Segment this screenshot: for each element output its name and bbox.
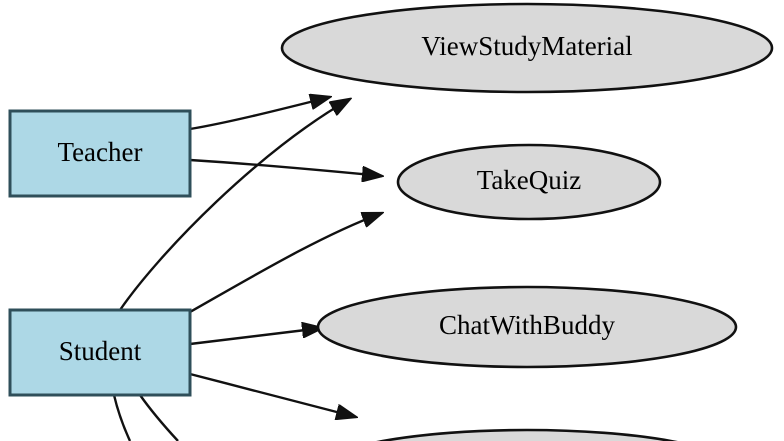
edge-line — [189, 97, 330, 131]
edge-line — [112, 394, 132, 441]
use-case-view-study-material[interactable]: ViewStudyMaterial — [280, 2, 774, 94]
edge-student-bottom-a — [112, 394, 132, 441]
use-case-chat-with-buddy[interactable]: ChatWithBuddy — [316, 285, 738, 369]
use-case-shape[interactable] — [318, 428, 736, 441]
edge-line — [189, 213, 382, 314]
edge-line — [119, 99, 350, 311]
edge-line — [189, 372, 356, 417]
edge-layer — [112, 97, 382, 441]
use-case-take-quiz[interactable]: TakeQuiz — [396, 143, 662, 221]
edge-line — [139, 394, 179, 441]
actor-teacher[interactable]: Teacher — [8, 109, 192, 198]
edge-teacher-to-take-quiz — [189, 158, 382, 176]
edge-student-to-chat-with-buddy — [189, 328, 322, 346]
use-case-shape[interactable] — [316, 285, 738, 369]
edge-teacher-to-view-study-material — [189, 97, 330, 131]
use-case-shape[interactable] — [396, 143, 662, 221]
edge-line — [189, 328, 322, 346]
edge-line — [189, 158, 382, 176]
edge-student-to-track-progress — [189, 372, 356, 417]
actor-layer: Teacher Student — [8, 109, 192, 397]
actor-shape[interactable] — [8, 109, 192, 198]
use-case-shape[interactable] — [280, 2, 774, 94]
edge-student-to-view-study-material — [119, 99, 350, 311]
actor-shape[interactable] — [8, 308, 192, 397]
actor-student[interactable]: Student — [8, 308, 192, 397]
edge-student-to-take-quiz — [189, 213, 382, 314]
use-case-track-progress[interactable]: TrackProgress — [318, 428, 736, 441]
edge-student-bottom-b — [139, 394, 179, 441]
